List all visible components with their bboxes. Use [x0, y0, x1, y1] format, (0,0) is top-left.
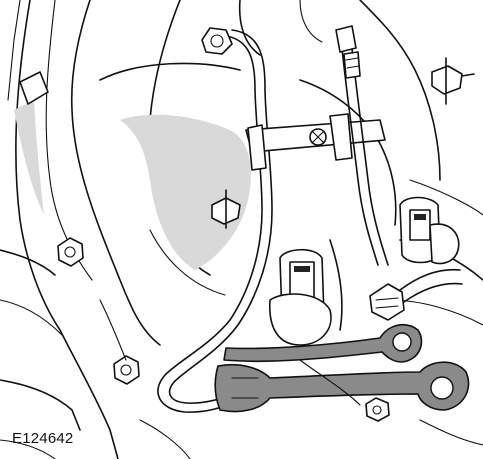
sensor-connector	[269, 248, 332, 346]
stud-upper-right	[431, 57, 475, 105]
stud-center	[211, 189, 241, 229]
bolt-left	[57, 237, 84, 267]
wrench-tool-lower	[214, 361, 470, 413]
engine-cover	[70, 0, 323, 346]
detail-lines	[0, 299, 483, 459]
engine-housing	[0, 0, 119, 459]
figure-reference-code: E124642	[12, 430, 74, 447]
hose-clamp	[245, 113, 386, 171]
hose-line	[157, 27, 273, 413]
wrench-tool-upper	[223, 323, 423, 363]
bolt-lower-left	[113, 355, 140, 385]
sensor-wire	[335, 25, 389, 266]
bolt-bottom	[365, 397, 390, 422]
union-nut	[369, 268, 463, 321]
manifold-assembly	[299, 0, 483, 331]
electrical-connector	[399, 196, 460, 265]
